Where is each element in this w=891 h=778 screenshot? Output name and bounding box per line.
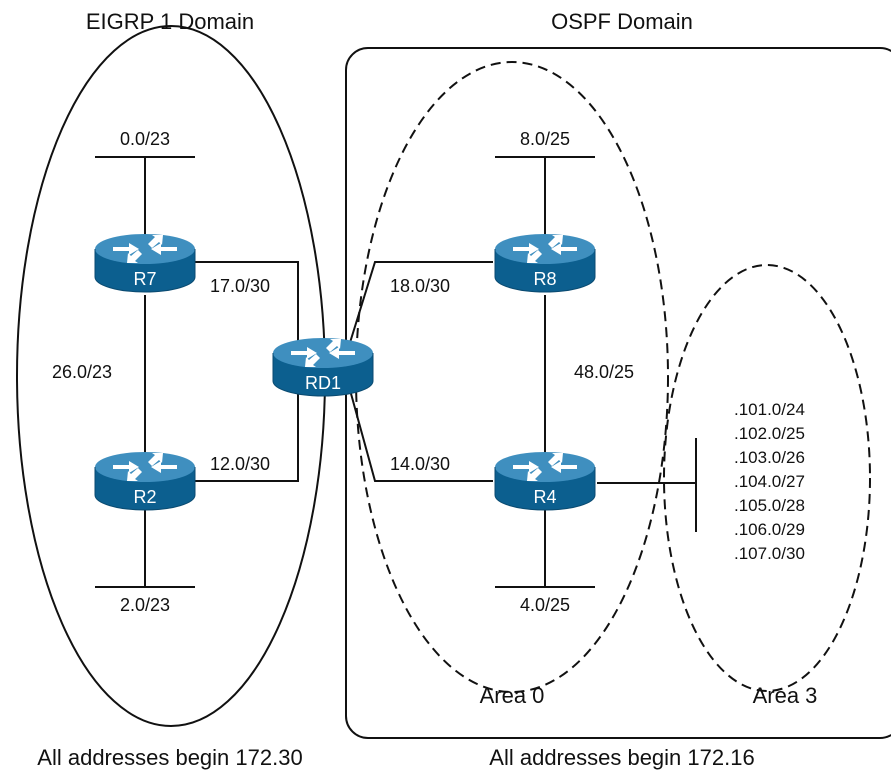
router-r7[interactable]: R7 [94,233,196,293]
area3-subnet: .103.0/26 [734,448,805,467]
rd1-r8-link [347,261,493,350]
area3-subnet: .106.0/29 [734,520,805,539]
area-3-label: Area 3 [753,683,818,708]
area3-subnet: .104.0/27 [734,472,805,491]
router-r2-label: R2 [133,487,156,507]
area-0-label: Area 0 [480,683,545,708]
eigrp-address-note: All addresses begin 172.30 [37,745,302,770]
area-3-boundary [663,264,871,692]
router-r8-label: R8 [533,269,556,289]
subnet-label: 14.0/30 [390,454,450,474]
subnet-label: 2.0/23 [120,595,170,615]
subnet-label: 26.0/23 [52,362,112,382]
ospf-domain-boundary [345,47,891,739]
area3-subnet: .101.0/24 [734,400,805,419]
router-r7-label: R7 [133,269,156,289]
subnet-label: 8.0/25 [520,129,570,149]
network-links [95,156,697,588]
area3-subnet: .107.0/30 [734,544,805,563]
router-rd1[interactable]: RD1 [272,337,374,397]
area3-subnet: .102.0/25 [734,424,805,443]
subnet-label: 17.0/30 [210,276,270,296]
area3-subnet-list: .101.0/24 .102.0/25 .103.0/26 .104.0/27 … [734,400,805,563]
r7-rd1-link [195,261,299,343]
ospf-address-note: All addresses begin 172.16 [489,745,754,770]
subnet-label: 4.0/25 [520,595,570,615]
router-r8[interactable]: R8 [494,233,596,293]
r2-rd1-link [195,385,299,482]
eigrp-domain-title: EIGRP 1 Domain [86,9,254,34]
router-rd1-label: RD1 [305,373,341,393]
subnet-label: 12.0/30 [210,454,270,474]
router-r4-label: R4 [533,487,556,507]
subnet-label: 48.0/25 [574,362,634,382]
rd1-r4-link [349,389,493,482]
subnet-label: 18.0/30 [390,276,450,296]
router-r4[interactable]: R4 [494,451,596,511]
subnet-label: 0.0/23 [120,129,170,149]
ospf-domain-title: OSPF Domain [551,9,693,34]
area3-subnet: .105.0/28 [734,496,805,515]
router-r2[interactable]: R2 [94,451,196,511]
